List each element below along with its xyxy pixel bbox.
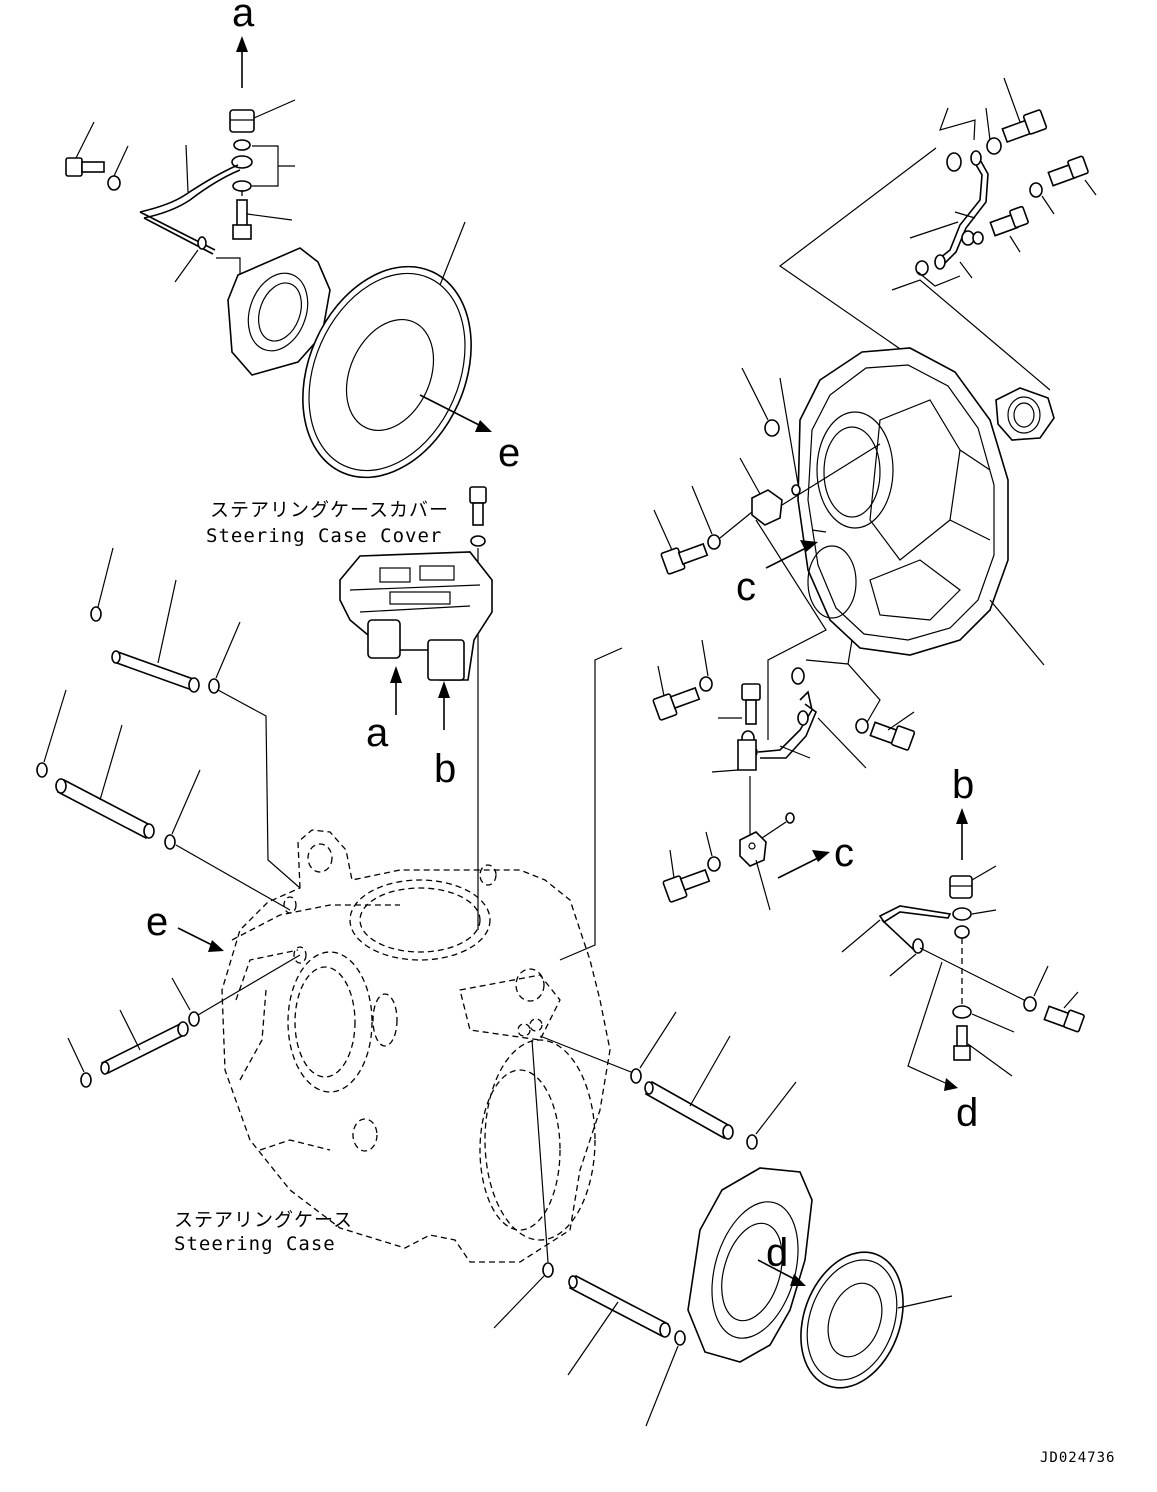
drawing-code: JD024736: [1040, 1450, 1115, 1466]
lower-fitting-group: [652, 639, 916, 911]
ref-label-c-lower: c: [834, 831, 854, 875]
ref-label-a-top: a: [232, 0, 255, 35]
bottom-right-cover: [687, 1167, 953, 1389]
caption-case-en: Steering Case: [174, 1233, 336, 1255]
ref-label-b-valve: b: [434, 747, 456, 791]
top-left-fitting-group: [65, 36, 296, 283]
ref-label-e-cover: e: [498, 431, 520, 475]
control-valve-assembly: [339, 486, 493, 930]
caption-case-jp: ステアリングケース: [174, 1209, 353, 1231]
ref-label-a-valve: a: [366, 711, 389, 755]
caption-cover-jp: ステアリングケースカバー: [210, 499, 449, 521]
housing-fitting-group: [653, 367, 881, 740]
ref-label-e-case: e: [146, 900, 168, 944]
ref-label-d-right: d: [956, 1091, 978, 1135]
ref-label-d-lower: d: [766, 1231, 788, 1275]
small-cover-plate: [227, 247, 331, 376]
bottom-tube-group: [493, 1011, 797, 1427]
ref-label-b-right: b: [952, 763, 974, 807]
flat-gasket-plate: [302, 221, 492, 479]
top-right-fitting-group: [778, 77, 1097, 391]
left-tubes: [36, 547, 301, 1088]
right-side-sensor-group: [841, 808, 1085, 1091]
caption-cover-en: Steering Case Cover: [206, 525, 442, 547]
ref-label-c-upper: c: [736, 565, 756, 609]
steering-case-body: [177, 647, 623, 1263]
steering-case-cover-right: [797, 347, 1055, 666]
